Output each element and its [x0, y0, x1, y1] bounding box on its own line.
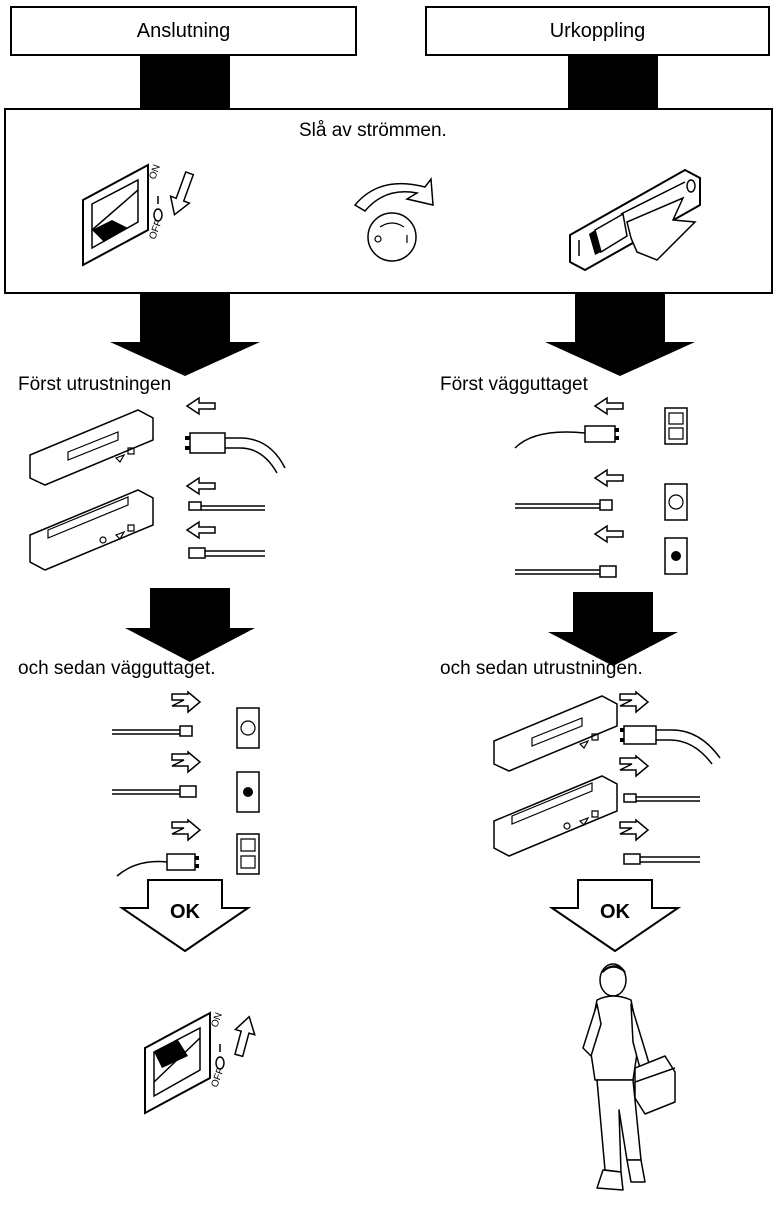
coax-jack-icon [665, 538, 687, 574]
power-plug-icon [620, 726, 720, 764]
arrow-down-left-2 [125, 588, 255, 662]
connect-then-label: och sedan vägguttaget. [18, 658, 216, 679]
disconnect-then-plugs [620, 694, 730, 874]
disconnect-first-plugs [515, 398, 705, 583]
person-carrying-box-icon [575, 960, 685, 1200]
slide-switch-icon [565, 160, 715, 275]
rotary-knob-icon [345, 165, 440, 270]
phone-plug-icon [189, 502, 265, 510]
power-plug-icon [117, 854, 199, 876]
switch-off-text: OFF [209, 1066, 226, 1089]
switch-on-text: ON [209, 1011, 224, 1029]
phone-plug-icon [515, 500, 612, 510]
rocker-switch-icon: ON OFF [78, 163, 188, 275]
coax-plug-icon [189, 548, 265, 558]
equipment-unit-icon [492, 686, 622, 876]
header-connect: Anslutning [10, 6, 357, 56]
connect-first-plugs [185, 398, 295, 573]
arrow-down-right-1 [545, 294, 695, 376]
switch-on-text: ON [147, 163, 162, 181]
ok-label-left: OK [170, 901, 201, 923]
arrow-down-left-1 [110, 294, 260, 376]
coax-jack-icon [237, 772, 259, 812]
coax-plug-icon [624, 854, 700, 864]
power-outlet-icon [665, 408, 687, 444]
power-plug-icon [185, 433, 285, 473]
disconnect-first-label: Först vägguttaget [440, 374, 588, 395]
power-off-label: Slå av strömmen. [299, 120, 447, 141]
power-outlet-icon [237, 834, 259, 874]
connector-bar-left [140, 56, 230, 110]
phone-jack-icon [665, 484, 687, 520]
ok-label-right: OK [600, 901, 631, 923]
arrow-down-right-2 [548, 592, 678, 666]
header-connect-label: Anslutning [136, 19, 231, 42]
ok-arrow-left: OK [120, 880, 250, 952]
phone-plug-icon [624, 794, 700, 802]
switch-off-text: OFF [147, 218, 164, 241]
phone-plug-icon [112, 726, 192, 736]
phone-jack-icon [237, 708, 259, 748]
connect-then-plugs [112, 694, 277, 889]
power-plug-icon [515, 426, 619, 448]
ok-arrow-right: OK [550, 880, 680, 952]
coax-plug-icon [112, 786, 196, 797]
disconnect-then-label: och sedan utrustningen. [440, 658, 643, 679]
rocker-switch-on-icon: ON OFF [140, 1011, 270, 1123]
header-disconnect: Urkoppling [425, 6, 770, 56]
equipment-unit-icon [28, 400, 158, 590]
coax-plug-icon [515, 566, 616, 577]
connector-bar-right [568, 56, 658, 110]
header-disconnect-label: Urkoppling [549, 19, 646, 42]
connect-first-label: Först utrustningen [18, 374, 172, 395]
